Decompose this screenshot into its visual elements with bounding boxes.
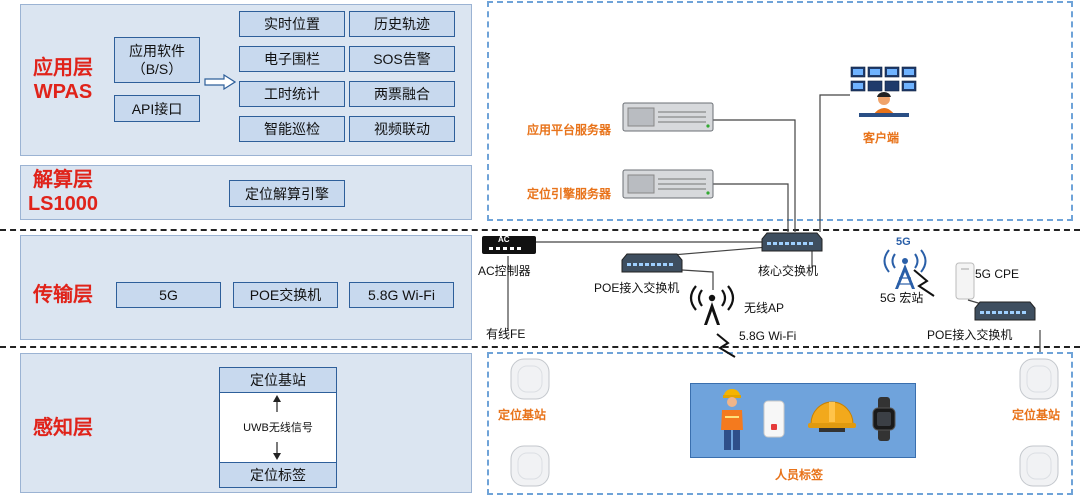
anchor-left-label: 定位基站: [498, 408, 547, 422]
function-two-tickets-box: 两票融合: [349, 81, 455, 107]
client-label: 客户端: [863, 131, 900, 145]
poe-switch-right-label: POE接入交换机: [927, 328, 1013, 342]
core-switch-icon: [761, 232, 823, 252]
application-layer-title: 应用层 WPAS: [33, 57, 93, 103]
5g-badge: 5G: [896, 236, 911, 248]
poe-switch-right-icon: [974, 301, 1036, 321]
function-realtime-location-box: 实时位置: [239, 11, 345, 37]
wireless-ap-label: 无线AP: [744, 301, 785, 315]
app-server-icon: [622, 102, 714, 132]
ac-controller-label: AC控制器: [478, 264, 531, 278]
wireless-ap-icon: [689, 285, 735, 325]
personnel-tag-label: 人员标签: [775, 468, 824, 482]
engine-server-label: 定位引擎服务器: [527, 187, 612, 201]
server-zone-dashed: [487, 1, 1073, 221]
function-history-track-box: 历史轨迹: [349, 11, 455, 37]
anchor-right-top-icon: [1019, 358, 1059, 400]
flow-arrow-icon: [204, 74, 236, 90]
api-interface-box: API接口: [114, 95, 200, 122]
anchor-left-bottom-icon: [510, 445, 550, 487]
function-video-linkage-box: 视频联动: [349, 116, 455, 142]
engine-server-icon: [622, 169, 714, 199]
uwb-signal-arrows-icon: [273, 395, 281, 460]
wired-fe-label: 有线FE: [486, 327, 526, 341]
function-sos-alarm-box: SOS告警: [349, 46, 455, 72]
poe-switch-left-icon: [621, 253, 683, 273]
uwb-card-tag-icon: [763, 400, 785, 438]
transport-5g-box: 5G: [116, 282, 221, 308]
transport-poe-switch-box: POE交换机: [233, 282, 338, 308]
divider-upper: [0, 229, 1080, 231]
poe-switch-left-label: POE接入交换机: [594, 281, 680, 295]
field-zone-dashed: [487, 352, 1073, 495]
function-work-hours-box: 工时统计: [239, 81, 345, 107]
sensing-layer-title: 感知层: [33, 417, 93, 439]
anchor-right-bottom-icon: [1019, 445, 1059, 487]
sensing-tag-box: 定位标签: [219, 462, 337, 488]
uwb-signal-label: UWB无线信号: [243, 422, 313, 434]
5g-cpe-label: 5G CPE: [975, 267, 1020, 281]
app-software-box: 应用软件 （B/S）: [114, 37, 200, 83]
transport-wifi-box: 5.8G Wi-Fi: [349, 282, 454, 308]
transport-layer-title: 传输层: [33, 284, 93, 306]
core-switch-label: 核心交换机: [758, 264, 819, 278]
function-geofence-box: 电子围栏: [239, 46, 345, 72]
anchor-left-top-icon: [510, 358, 550, 400]
sensing-base-station-box: 定位基站: [219, 367, 337, 393]
client-workstation-icon: [850, 66, 917, 117]
5g-tower-icon: [883, 249, 927, 289]
worker-icon: [721, 389, 743, 450]
app-server-label: 应用平台服务器: [527, 123, 612, 137]
helmet-tag-icon: [808, 401, 856, 432]
5g-station-label: 5G 宏站: [880, 291, 924, 305]
wifi-label: 5.8G Wi-Fi: [739, 329, 797, 343]
smartwatch-tag-icon: [872, 397, 896, 441]
function-smart-patrol-box: 智能巡检: [239, 116, 345, 142]
ac-controller-icon: [482, 236, 536, 254]
positioning-engine-box: 定位解算引擎: [229, 180, 345, 207]
ac-badge: AC: [498, 235, 510, 244]
divider-lower: [0, 346, 1080, 348]
5g-cpe-icon: [955, 262, 975, 300]
compute-layer-title: 解算层 LS1000: [27, 169, 99, 215]
anchor-right-label: 定位基站: [1012, 408, 1061, 422]
